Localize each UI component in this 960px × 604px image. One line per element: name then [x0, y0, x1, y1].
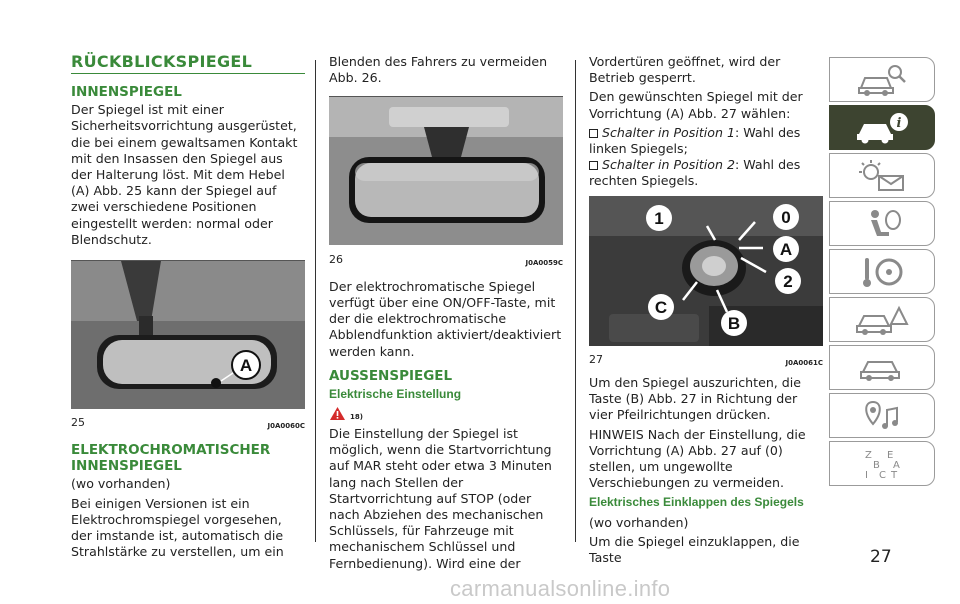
tab-emergency[interactable] — [829, 297, 935, 342]
paragraph: Um den Spiegel auszurichten, die Taste (… — [589, 375, 802, 423]
tab-service[interactable] — [829, 345, 935, 390]
callout-2: 2 — [783, 272, 792, 291]
figure-25: A 25 J0A0060C — [71, 260, 305, 434]
checkbox-bullet-icon — [589, 161, 598, 171]
callout-b: B — [728, 314, 740, 333]
callout-a: A — [240, 356, 252, 375]
figure-caption: 27 J0A0061C — [589, 350, 823, 371]
svg-text:C: C — [879, 470, 886, 481]
svg-text:I: I — [865, 470, 868, 481]
heading-outer-mirror: AUSSENSPIEGEL — [329, 367, 453, 384]
media-nav-icon — [865, 400, 898, 429]
paragraph: Vordertüren geöffnet, wird der Betrieb g… — [589, 54, 781, 86]
car-search-icon — [858, 64, 906, 96]
checkbox-bullet-icon — [589, 128, 598, 138]
column-2: Blenden des Fahrers zu vermeiden Abb. 26… — [329, 54, 563, 575]
paragraph: HINWEIS Nach der Einstellung, die Vorric… — [589, 426, 806, 491]
svg-text:E: E — [887, 450, 893, 461]
tab-warning-lights[interactable] — [829, 153, 935, 198]
page-title: RÜCKBLICKSPIEGEL — [71, 53, 305, 75]
column-divider — [315, 60, 316, 542]
mirror-switch-image: 1 0 A 2 C B — [589, 195, 823, 346]
svg-text:A: A — [893, 460, 900, 471]
svg-text:B: B — [873, 460, 880, 471]
warning-triangle-icon — [330, 407, 345, 421]
rearview-mirror-image: A — [71, 261, 305, 410]
figure-26: 26 J0A0059C — [329, 96, 563, 270]
paragraph: Blenden des Fahrers zu vermeiden Abb. 26… — [329, 54, 548, 86]
paragraph: Der Spiegel ist mit einer Sicherheitsvor… — [71, 102, 298, 247]
bullet-item: Schalter in Position 2: Wahl des rechten… — [589, 157, 801, 189]
svg-text:T: T — [890, 470, 898, 481]
car-service-icon — [860, 360, 900, 381]
heading-electric-fold: Elektrisches Einklappen des Spiegels — [589, 495, 804, 510]
heading-electrochromic: ELEKTROCHROMATISCHER INNENSPIEGEL — [71, 442, 271, 475]
column-3: Vordertüren geöffnet, wird der Betrieb g… — [589, 54, 823, 569]
figure-number: 25 — [71, 416, 85, 430]
paragraph: Den gewünschten Spiegel mit der Vorricht… — [589, 89, 803, 121]
paragraph: Bei einigen Versionen ist ein Elektrochr… — [71, 495, 284, 560]
steering-wheel-icon — [863, 257, 903, 287]
figure-number: 27 — [589, 352, 603, 366]
page-number: 27 — [870, 547, 892, 567]
paragraph: Der elektrochromatische Spiegel verfügt … — [329, 278, 562, 359]
tab-driving[interactable] — [829, 249, 935, 294]
callout-a: A — [780, 240, 792, 259]
car-info-icon: i — [857, 112, 908, 143]
chapter-tabs: i — [829, 57, 935, 489]
figure-code: J0A0060C — [267, 422, 305, 431]
figure-caption: 26 J0A0059C — [329, 250, 563, 271]
electrochromic-mirror-image — [329, 97, 563, 246]
paragraph: (wo vorhanden) — [71, 476, 171, 492]
paragraph: Die Einstellung der Spiegel ist möglich,… — [329, 426, 552, 571]
figure-code: J0A0059C — [525, 258, 563, 267]
paragraph: (wo vorhanden) — [589, 514, 689, 530]
callout-c: C — [655, 298, 667, 317]
watermark: carmanualsonline.info — [450, 576, 671, 601]
warning-light-envelope-icon — [859, 159, 904, 191]
figure-27: 1 0 A 2 C B 27 J0A0061C — [589, 195, 823, 371]
svg-text:Z: Z — [865, 450, 872, 461]
tab-car-search[interactable] — [829, 57, 935, 102]
tab-safety[interactable] — [829, 201, 935, 246]
column-divider — [575, 60, 576, 542]
figure-number: 26 — [329, 252, 343, 266]
column-1: RÜCKBLICKSPIEGEL INNENSPIEGEL Der Spiege… — [71, 53, 305, 563]
heading-electric-adjust: Elektrische Einstellung — [329, 386, 462, 401]
figure-caption: 25 J0A0060C — [71, 413, 305, 434]
tab-car-info[interactable]: i — [829, 105, 935, 150]
airbag-seat-icon — [871, 209, 901, 236]
warning-reference: 18) — [329, 406, 563, 424]
car-breakdown-icon — [856, 305, 909, 335]
bullet-item: Schalter in Position 1: Wahl des linken … — [589, 124, 801, 157]
warning-number: 18) — [350, 413, 363, 422]
svg-text:i: i — [897, 116, 902, 131]
callout-0: 0 — [781, 208, 790, 227]
figure-code: J0A0061C — [785, 358, 823, 367]
tab-multimedia[interactable] — [829, 393, 935, 438]
paragraph: Um die Spiegel einzuklappen, die Taste — [589, 533, 800, 566]
heading-inner-mirror: INNENSPIEGEL — [71, 84, 182, 101]
callout-1: 1 — [654, 209, 663, 228]
